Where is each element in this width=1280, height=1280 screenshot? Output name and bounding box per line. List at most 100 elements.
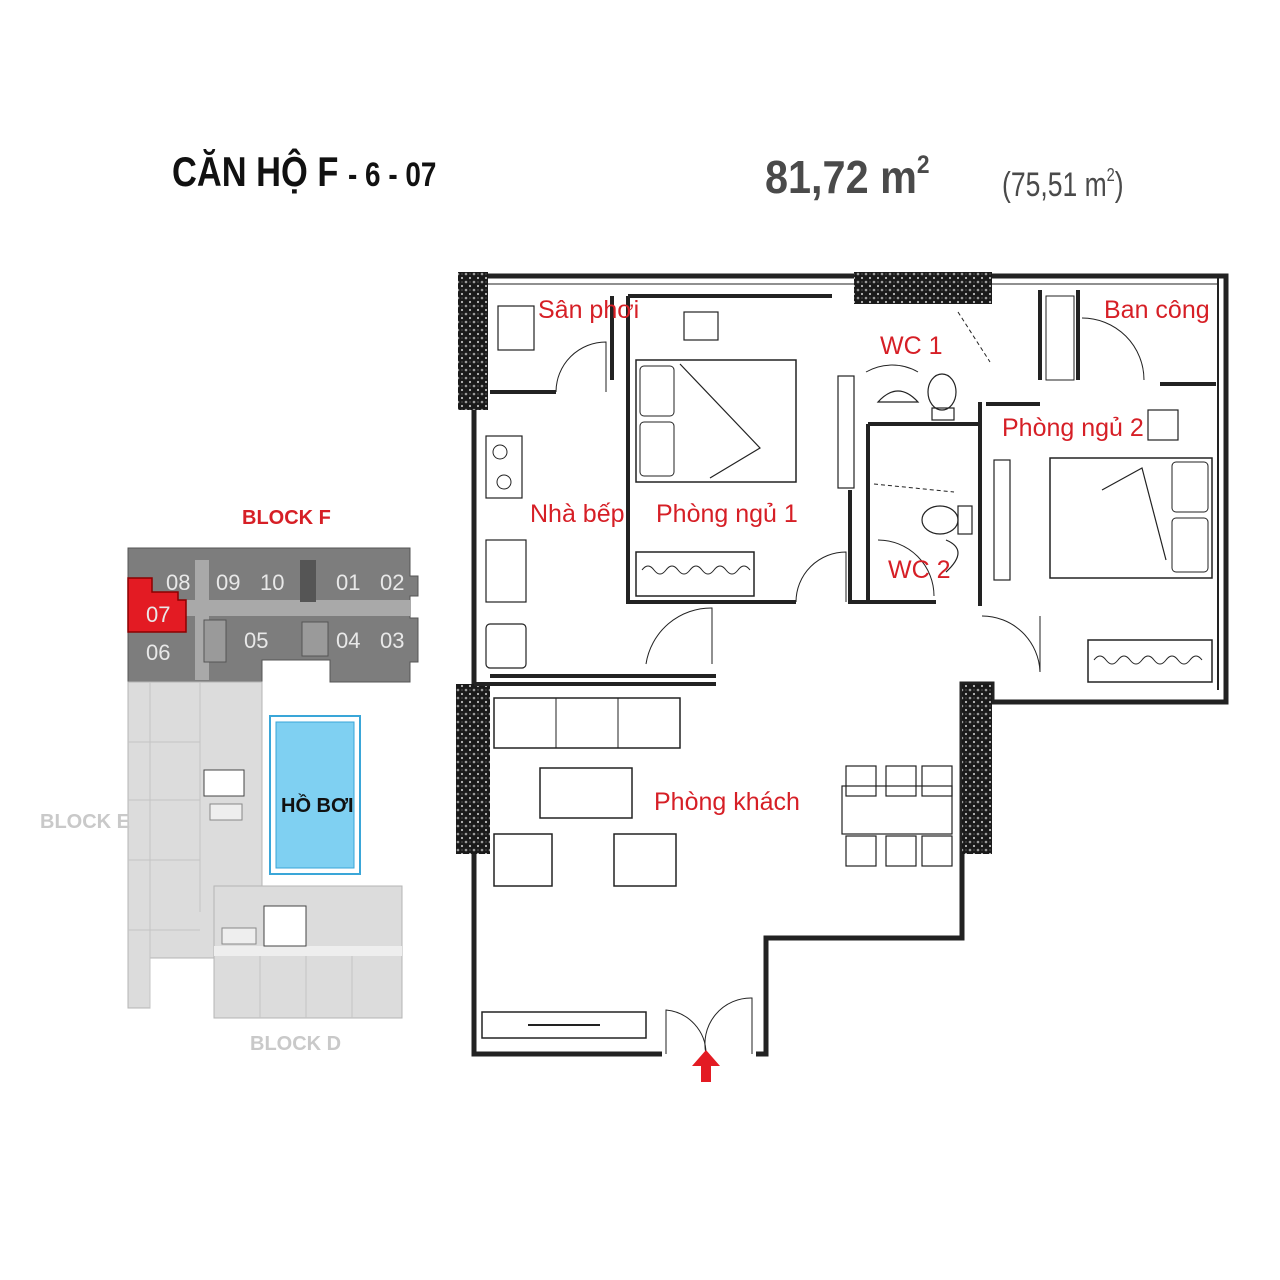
label-ban-cong: Ban công — [1104, 296, 1210, 324]
unit-05: 05 — [244, 628, 268, 653]
laundry-sink — [497, 305, 535, 351]
block-e-core — [203, 769, 245, 797]
balcony-cabinet — [1045, 295, 1075, 381]
elevator-core — [300, 560, 316, 602]
unit-09: 09 — [216, 570, 240, 595]
dining-table — [841, 785, 953, 835]
door-wc1 — [865, 364, 919, 373]
wc1-shower — [957, 311, 991, 363]
wc2-sink — [945, 539, 959, 573]
door-kitchen — [645, 607, 713, 665]
chair-4 — [845, 835, 877, 867]
block-d-core — [263, 905, 307, 947]
door-bed1 — [795, 551, 847, 603]
chair-5 — [885, 835, 917, 867]
bed-1-desk — [837, 375, 855, 489]
chair-3 — [921, 765, 953, 797]
label-san-phoi: Sân phơi — [538, 296, 639, 324]
armchair-2 — [613, 833, 677, 887]
column-top-left — [458, 272, 488, 410]
pillow-2b — [1171, 517, 1209, 573]
unit-01: 01 — [336, 570, 360, 595]
unit-04: 04 — [336, 628, 360, 653]
unit-08: 08 — [166, 570, 190, 595]
gross-area: 81,72 m2 — [765, 150, 930, 203]
block-f-label: BLOCK F — [242, 507, 331, 529]
wardrobe-1 — [635, 551, 755, 597]
bed-1-sheet — [679, 363, 761, 479]
pillow-1b — [639, 421, 675, 477]
wardrobe-2-hangers — [1093, 655, 1203, 665]
chair-6 — [921, 835, 953, 867]
nightstand-1 — [683, 311, 719, 341]
bed-1 — [635, 359, 797, 483]
column-right — [962, 684, 992, 854]
wc2-shower — [873, 483, 955, 493]
pool-label: HỒ BƠI — [281, 793, 354, 817]
label-nha-bep: Nhà bếp — [530, 500, 625, 528]
burner-1 — [492, 444, 508, 460]
door-wc2 — [877, 539, 935, 597]
elevator-core-2 — [301, 621, 329, 657]
unit-07-highlight — [127, 577, 187, 633]
unit-code: - 6 - 07 — [348, 156, 437, 194]
tv-cabinet — [481, 1011, 647, 1039]
wardrobe-2 — [1087, 639, 1213, 683]
wall-kitchen — [474, 674, 716, 686]
label-phong-khach: Phòng khách — [654, 788, 800, 816]
block-d-corridor — [214, 946, 402, 956]
sofa — [493, 697, 681, 749]
unit-02: 02 — [380, 570, 404, 595]
door-bed2 — [981, 615, 1041, 673]
unit-10: 10 — [260, 570, 284, 595]
burner-2 — [496, 474, 512, 490]
title-prefix: CĂN HỘ F — [172, 148, 339, 195]
label-wc1: WC 1 — [880, 332, 943, 360]
bed-2-desk — [993, 459, 1011, 581]
door-balcony — [1081, 317, 1145, 381]
bed-2 — [1049, 457, 1213, 579]
wc1-sink — [876, 390, 920, 403]
entrance-arrow-icon — [692, 1050, 720, 1082]
stair-core-2 — [203, 619, 227, 663]
wall-bed1-right — [848, 490, 936, 604]
unit-07: 07 — [146, 602, 170, 627]
bed-2-sheet — [1101, 467, 1167, 561]
kitchen-sink — [485, 539, 527, 603]
fridge — [485, 623, 527, 669]
chair-2 — [885, 765, 917, 797]
wc1-tank — [931, 407, 955, 421]
wall-bed1-left — [626, 296, 796, 604]
wc1-toilet — [927, 373, 957, 411]
net-area: (75,51 m2) — [1002, 164, 1124, 204]
wc2-toilet — [921, 505, 959, 535]
column-top — [854, 272, 992, 304]
armchair-1 — [493, 833, 553, 887]
block-d-stair — [221, 927, 257, 945]
block-e-stair — [209, 803, 243, 821]
pool — [275, 721, 355, 869]
wc2-tank — [957, 505, 973, 535]
pillow-2a — [1171, 461, 1209, 513]
unit-06: 06 — [146, 640, 170, 665]
unit-03: 03 — [380, 628, 404, 653]
exterior-wall-left — [471, 276, 662, 1057]
column-left — [456, 684, 490, 854]
exterior-wall — [474, 273, 1229, 1057]
block-d-label: BLOCK D — [250, 1033, 341, 1055]
coffee-table — [539, 767, 633, 819]
stove — [485, 435, 523, 499]
wardrobe-1-hangers — [641, 565, 751, 575]
site-key-plan: BLOCK F 08 09 10 01 02 07 06 05 04 03 — [40, 507, 419, 1055]
door-entry-left — [665, 1009, 707, 1055]
nightstand-2 — [1147, 409, 1179, 441]
label-wc2: WC 2 — [888, 556, 951, 584]
chair-1 — [845, 765, 877, 797]
block-e-label: BLOCK E — [40, 811, 130, 833]
apartment-title: CĂN HỘ F - 6 - 07 — [172, 148, 436, 196]
label-phong-ngu-1: Phòng ngủ 1 — [656, 500, 798, 528]
door-laundry — [555, 341, 607, 393]
apartment-floor-plan — [456, 272, 1229, 1057]
label-phong-ngu-2: Phòng ngủ 2 — [1002, 414, 1144, 442]
